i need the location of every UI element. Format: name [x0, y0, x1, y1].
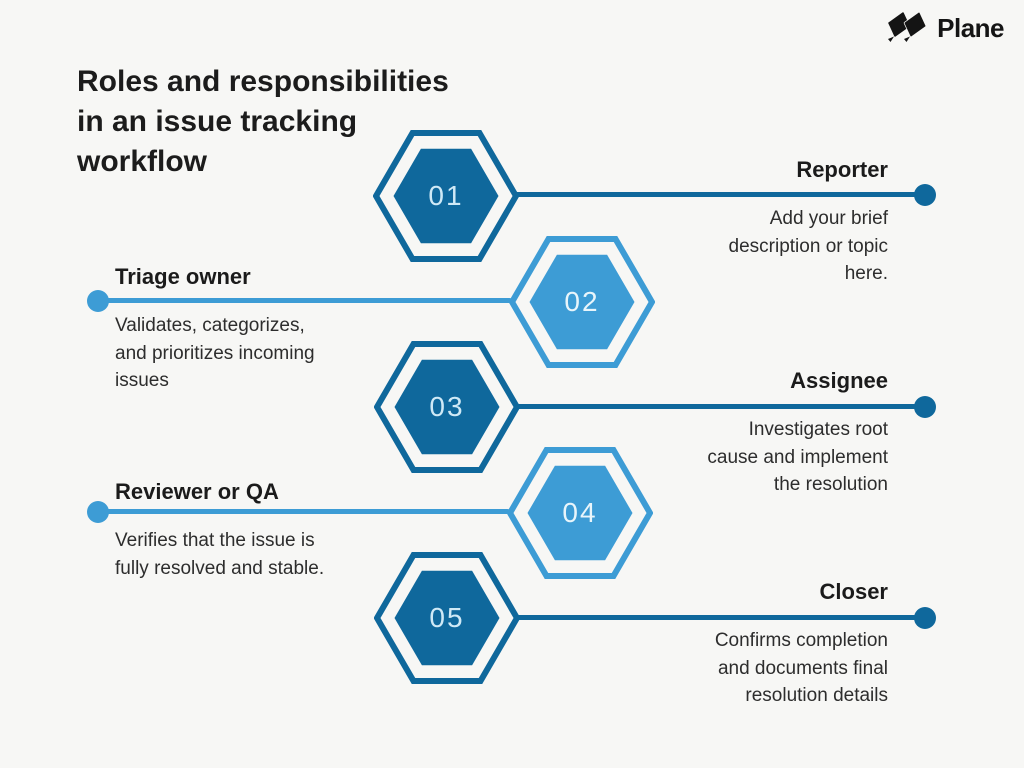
connector-line-assignee — [514, 404, 925, 409]
hexagon-step-01: 01 — [373, 130, 519, 262]
connector-line-reporter — [513, 192, 925, 197]
hexagon-icon — [374, 341, 520, 473]
hexagon-step-05: 05 — [374, 552, 520, 684]
plane-logo-text: Plane — [937, 12, 1004, 43]
role-block-reviewer-or-qa: Reviewer or QA Verifies that the issue i… — [115, 478, 324, 582]
hexagon-icon — [507, 447, 653, 579]
connector-dot-assignee — [914, 396, 936, 418]
hexagon-icon — [509, 236, 655, 368]
step-number: 02 — [564, 286, 600, 317]
role-title: Closer — [819, 579, 888, 604]
role-block-triage-owner: Triage owner Validates, categorizes, and… — [115, 263, 315, 395]
hexagon-icon — [374, 552, 520, 684]
role-title: Assignee — [790, 368, 888, 393]
connector-dot-reporter — [914, 184, 936, 206]
step-number: 04 — [562, 497, 598, 528]
connector-dot-reviewer — [87, 501, 109, 523]
hexagon-step-02: 02 — [509, 236, 655, 368]
hexagon-step-03: 03 — [374, 341, 520, 473]
role-description: Verifies that the issue is fully resolve… — [115, 530, 325, 579]
role-description: Add your brief description or topic here… — [728, 208, 888, 284]
connector-dot-triage-owner — [87, 290, 109, 312]
role-description: Investigates root cause and implement th… — [707, 419, 888, 495]
plane-logo-icon — [888, 11, 927, 42]
role-title: Triage owner — [115, 264, 251, 289]
connector-line-triage-owner — [98, 298, 512, 303]
role-block-assignee: Assignee Investigates root cause and imp… — [707, 367, 888, 499]
hexagon-icon — [373, 130, 519, 262]
step-number: 03 — [429, 391, 465, 422]
role-title: Reporter — [796, 157, 888, 182]
hexagon-step-04: 04 — [507, 447, 653, 579]
step-number: 05 — [429, 602, 465, 633]
step-number: 01 — [428, 180, 464, 211]
role-block-closer: Closer Confirms completion and documents… — [715, 578, 888, 710]
role-description: Validates, categorizes, and prioritizes … — [115, 315, 315, 391]
page-title: Roles and responsibilities in an issue t… — [77, 65, 449, 178]
connector-line-closer — [514, 615, 925, 620]
role-description: Confirms completion and documents final … — [714, 630, 888, 706]
role-block-reporter: Reporter Add your brief description or t… — [729, 156, 888, 288]
connector-dot-closer — [914, 607, 936, 629]
plane-logo: Plane — [886, 10, 1004, 46]
role-title: Reviewer or QA — [115, 479, 279, 504]
connector-line-reviewer — [98, 509, 510, 514]
